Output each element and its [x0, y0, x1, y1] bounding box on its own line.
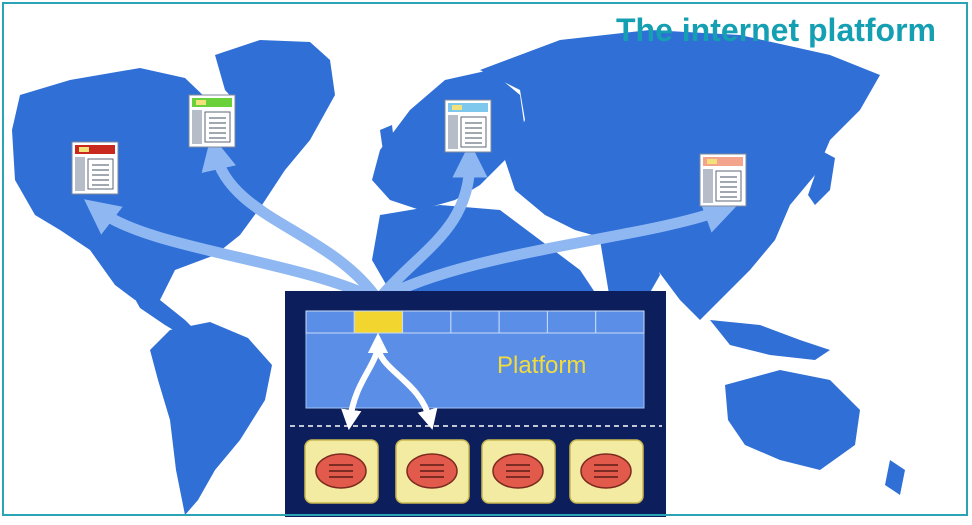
arrow-to-client-europe	[372, 142, 488, 306]
continent-south-america	[150, 322, 272, 515]
islands-southeast-asia	[710, 320, 830, 360]
database-icon	[304, 439, 379, 504]
client-europe-browser-window-icon	[444, 99, 492, 153]
database-icon	[569, 439, 644, 504]
platform-slots	[305, 310, 645, 334]
island-uk	[380, 125, 395, 158]
continent-asia	[480, 30, 880, 320]
arrow-to-client-north-america	[84, 199, 384, 306]
continent-australia	[725, 370, 860, 470]
database-icon	[395, 439, 470, 504]
slide-title: The internet platform	[615, 12, 936, 48]
arrow-to-client-asia	[372, 199, 739, 306]
client-arrows	[84, 134, 739, 306]
continent-greenland	[215, 40, 330, 115]
platform-slot	[595, 310, 645, 334]
client-windows	[71, 94, 747, 207]
slide-frame	[2, 2, 968, 516]
internal-arrow-right	[375, 344, 438, 430]
arrow-to-client-greenland	[201, 134, 384, 306]
client-greenland-browser-window-icon	[188, 94, 236, 148]
client-north-america-browser-window-icon	[71, 141, 119, 195]
continent-north-america	[12, 60, 335, 300]
database-icon	[481, 439, 556, 504]
island-japan	[808, 150, 835, 205]
platform-label: Platform	[497, 352, 587, 379]
platform-block	[285, 291, 666, 517]
island-new-zealand	[885, 460, 905, 495]
client-asia-browser-window-icon	[699, 153, 747, 207]
database-modules	[304, 439, 644, 504]
platform-internal-arrows	[341, 332, 438, 431]
